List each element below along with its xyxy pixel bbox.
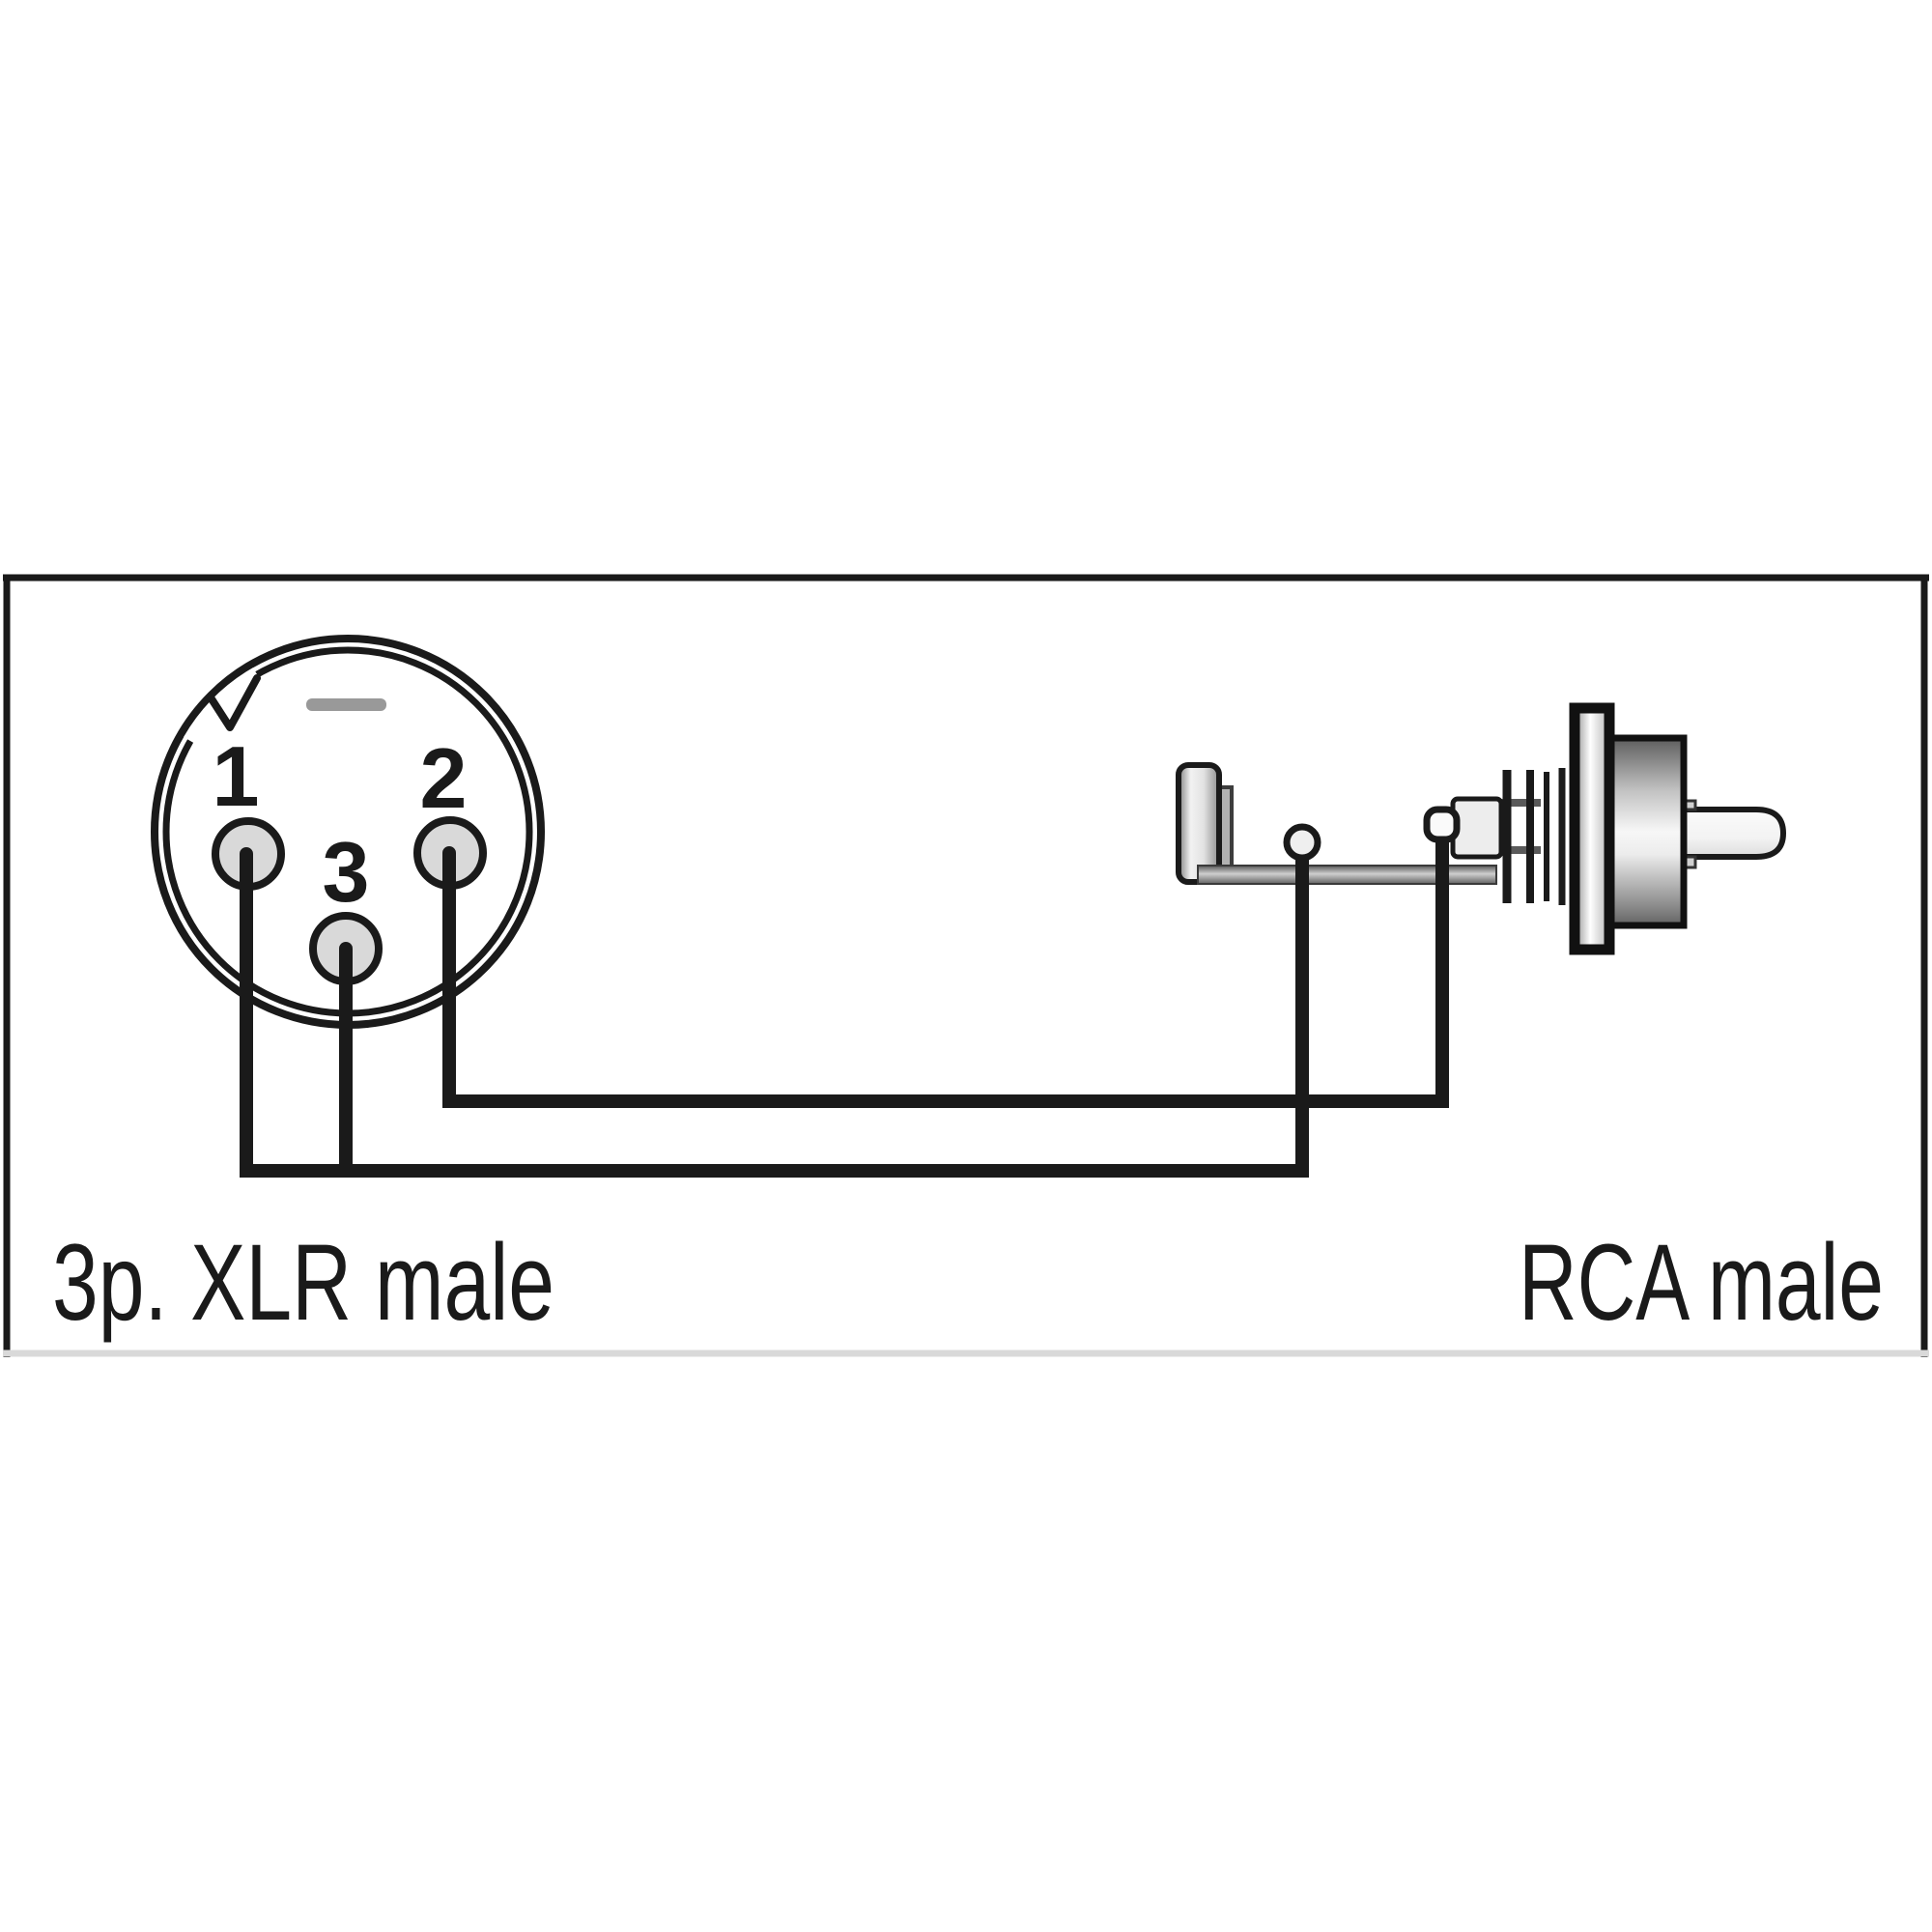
ground-wire-pin1-to-rca bbox=[240, 836, 1309, 1178]
xlr-pin-1-number: 1 bbox=[213, 728, 260, 824]
rca-knurl-ribs bbox=[1502, 768, 1566, 905]
rca-ground-solder-point bbox=[1283, 823, 1321, 862]
xlr-pin-2-number: 2 bbox=[420, 730, 468, 826]
signal-wire-pin2-to-rca bbox=[442, 817, 1449, 1108]
xlr-polarity-dash-icon bbox=[306, 698, 386, 711]
xlr-keyway-edge bbox=[207, 674, 261, 731]
xlr-pin-3-number: 3 bbox=[323, 824, 370, 920]
rca-signal-solder-point bbox=[1423, 806, 1461, 843]
rca-connector bbox=[1176, 702, 1787, 955]
xlr-connector-label: 3p. XLR male bbox=[52, 1222, 554, 1343]
rca-flange bbox=[1569, 702, 1615, 955]
rca-center-pin bbox=[1679, 807, 1787, 860]
xlr-keyway-gap bbox=[184, 668, 262, 746]
rca-insulator-tick-top bbox=[1495, 799, 1541, 807]
diagram-frame bbox=[3, 574, 1929, 1357]
wires bbox=[240, 817, 1449, 1178]
xlr-keyway-notch bbox=[184, 668, 262, 746]
rca-ground-lug bbox=[1176, 762, 1222, 885]
rca-insulator-tick-bottom bbox=[1495, 846, 1541, 854]
rca-connector-label: RCA male bbox=[1519, 1222, 1884, 1343]
rca-body bbox=[1607, 734, 1688, 929]
rca-ground-strip bbox=[1197, 865, 1497, 885]
